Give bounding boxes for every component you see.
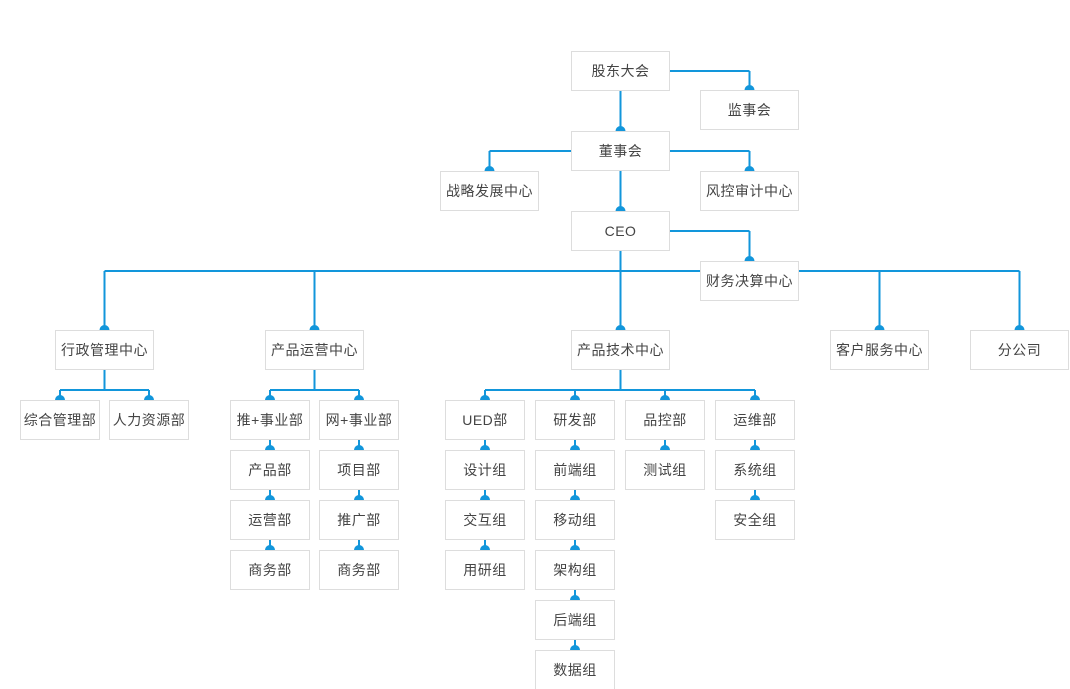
- org-node-label: 设计组: [463, 462, 507, 478]
- org-node-label: 推广部: [337, 512, 381, 528]
- org-node[interactable]: 测试组: [625, 450, 705, 490]
- org-node-label: 股东大会: [591, 63, 650, 79]
- org-node-label: 推+事业部: [236, 412, 304, 428]
- org-node-label: 财务决算中心: [706, 273, 793, 289]
- org-node-label: 研发部: [553, 412, 597, 428]
- org-node-label: 董事会: [598, 143, 643, 159]
- org-node[interactable]: 产品部: [230, 450, 310, 490]
- org-node[interactable]: 推广部: [319, 500, 399, 540]
- org-node-label: 网+事业部: [325, 412, 393, 428]
- org-node[interactable]: 架构组: [535, 550, 615, 590]
- org-node[interactable]: 商务部: [230, 550, 310, 590]
- org-node[interactable]: 财务决算中心: [700, 261, 799, 301]
- org-node-label: 综合管理部: [23, 412, 97, 428]
- org-node[interactable]: 研发部: [535, 400, 615, 440]
- org-node[interactable]: 品控部: [625, 400, 705, 440]
- org-node[interactable]: 项目部: [319, 450, 399, 490]
- org-node[interactable]: 产品运营中心: [265, 330, 364, 370]
- org-node-label: 监事会: [727, 102, 772, 118]
- org-node[interactable]: 安全组: [715, 500, 795, 540]
- org-node[interactable]: 前端组: [535, 450, 615, 490]
- org-node[interactable]: 后端组: [535, 600, 615, 640]
- org-node-label: 移动组: [553, 512, 597, 528]
- org-node[interactable]: 股东大会: [571, 51, 670, 91]
- org-node-label: 人力资源部: [112, 412, 186, 428]
- org-node[interactable]: 用研组: [445, 550, 525, 590]
- org-node-label: 安全组: [733, 512, 777, 528]
- org-node[interactable]: 移动组: [535, 500, 615, 540]
- org-node[interactable]: 董事会: [571, 131, 670, 171]
- org-node[interactable]: 商务部: [319, 550, 399, 590]
- org-node-label: UED部: [462, 412, 508, 428]
- org-node-label: 运营部: [248, 512, 292, 528]
- org-node[interactable]: 推+事业部: [230, 400, 310, 440]
- org-node-label: 运维部: [733, 412, 777, 428]
- org-node[interactable]: 设计组: [445, 450, 525, 490]
- org-node[interactable]: 运营部: [230, 500, 310, 540]
- org-node[interactable]: 交互组: [445, 500, 525, 540]
- org-node-label: CEO: [604, 223, 637, 239]
- org-node[interactable]: 战略发展中心: [440, 171, 539, 211]
- org-node[interactable]: 产品技术中心: [571, 330, 670, 370]
- org-node-label: 系统组: [733, 462, 777, 478]
- org-node-label: 前端组: [553, 462, 597, 478]
- org-node-label: 商务部: [248, 562, 292, 578]
- org-node-label: 风控审计中心: [706, 183, 793, 199]
- org-node-label: 客户服务中心: [836, 342, 923, 358]
- org-node-label: 战略发展中心: [446, 183, 533, 199]
- org-node[interactable]: 综合管理部: [20, 400, 100, 440]
- org-node[interactable]: 行政管理中心: [55, 330, 154, 370]
- org-node-label: 后端组: [553, 612, 597, 628]
- org-node-label: 交互组: [463, 512, 507, 528]
- org-node-label: 项目部: [337, 462, 381, 478]
- org-node-label: 用研组: [463, 562, 507, 578]
- org-node[interactable]: 网+事业部: [319, 400, 399, 440]
- org-node[interactable]: UED部: [445, 400, 525, 440]
- org-node-label: 品控部: [643, 412, 687, 428]
- org-node-label: 分公司: [997, 342, 1042, 358]
- org-node[interactable]: 人力资源部: [109, 400, 189, 440]
- org-node-label: 测试组: [643, 462, 687, 478]
- org-node-label: 数据组: [553, 662, 597, 678]
- org-node[interactable]: 数据组: [535, 650, 615, 689]
- org-node[interactable]: 系统组: [715, 450, 795, 490]
- org-node[interactable]: 运维部: [715, 400, 795, 440]
- org-node-label: 产品技术中心: [577, 342, 664, 358]
- org-node-label: 架构组: [553, 562, 597, 578]
- org-node-label: 行政管理中心: [61, 342, 148, 358]
- org-node[interactable]: CEO: [571, 211, 670, 251]
- org-node-label: 产品部: [248, 462, 292, 478]
- org-node[interactable]: 风控审计中心: [700, 171, 799, 211]
- org-node[interactable]: 分公司: [970, 330, 1069, 370]
- org-node-label: 产品运营中心: [271, 342, 358, 358]
- org-node-label: 商务部: [337, 562, 381, 578]
- org-node[interactable]: 客户服务中心: [830, 330, 929, 370]
- org-node[interactable]: 监事会: [700, 90, 799, 130]
